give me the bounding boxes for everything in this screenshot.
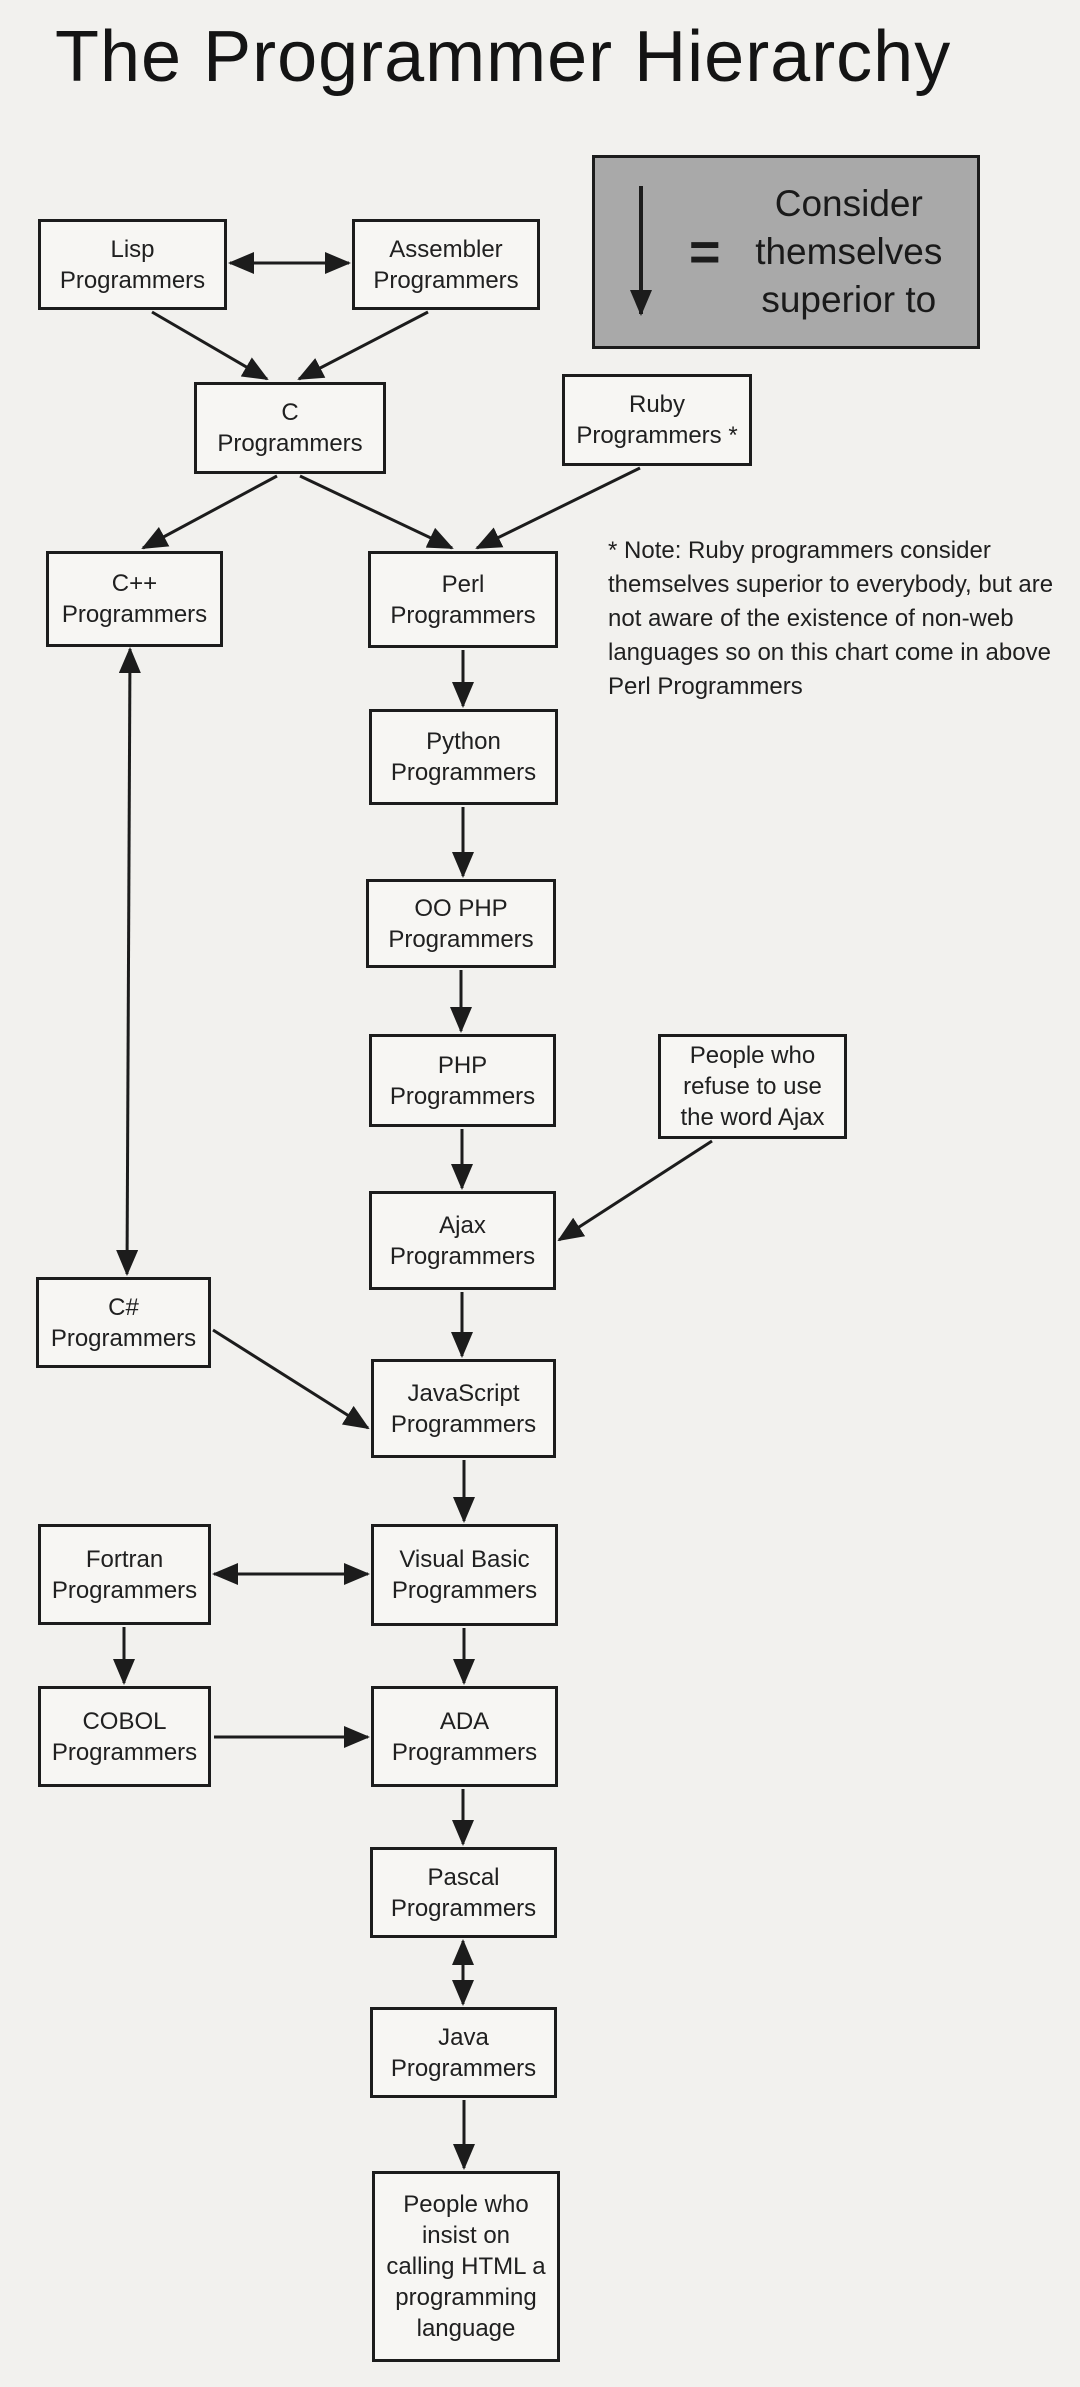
edge-cpp-csharp [116, 647, 141, 1276]
node-visual-basic-programmers: Visual Basic Programmers [371, 1524, 558, 1626]
legend-box: = Consider themselves superior to [592, 155, 980, 349]
node-python-programmers: Python Programmers [369, 709, 558, 805]
edge-lisp-c [151, 310, 269, 381]
node-javascript-programmers: JavaScript Programmers [371, 1359, 556, 1458]
node-oo-php-programmers: OO PHP Programmers [366, 879, 556, 968]
node-csharp-programmers: C# Programmers [36, 1277, 211, 1368]
node-ajax-programmers: Ajax Programmers [369, 1191, 556, 1290]
edge-csharp-javascript [212, 1328, 370, 1430]
node-perl-programmers: Perl Programmers [368, 551, 558, 648]
node-people-refuse-ajax: People who refuse to use the word Ajax [658, 1034, 847, 1139]
node-php-programmers: PHP Programmers [369, 1034, 556, 1127]
edge-c-perl [299, 474, 454, 550]
node-c-programmers: C Programmers [194, 382, 386, 474]
node-ruby-programmers: Ruby Programmers * [562, 374, 752, 466]
node-people-html-language: People who insist on calling HTML a prog… [372, 2171, 560, 2362]
edge-refuseajax-ajax [557, 1139, 713, 1242]
node-pascal-programmers: Pascal Programmers [370, 1847, 557, 1938]
node-assembler-programmers: Assembler Programmers [352, 219, 540, 310]
node-java-programmers: Java Programmers [370, 2007, 557, 2098]
legend-label: Consider themselves superior to [755, 183, 943, 320]
edge-c-cpp [141, 474, 278, 550]
equals-sign: = [689, 222, 721, 282]
down-arrow-icon [630, 186, 652, 316]
page-title: The Programmer Hierarchy [55, 17, 952, 97]
node-cobol-programmers: COBOL Programmers [38, 1686, 211, 1787]
node-ada-programmers: ADA Programmers [371, 1686, 558, 1787]
edge-assembler-c [297, 310, 429, 381]
node-fortran-programmers: Fortran Programmers [38, 1524, 211, 1625]
node-lisp-programmers: Lisp Programmers [38, 219, 227, 310]
ruby-footnote: * Note: Ruby programmers consider themse… [608, 537, 1054, 700]
node-cpp-programmers: C++ Programmers [46, 551, 223, 647]
